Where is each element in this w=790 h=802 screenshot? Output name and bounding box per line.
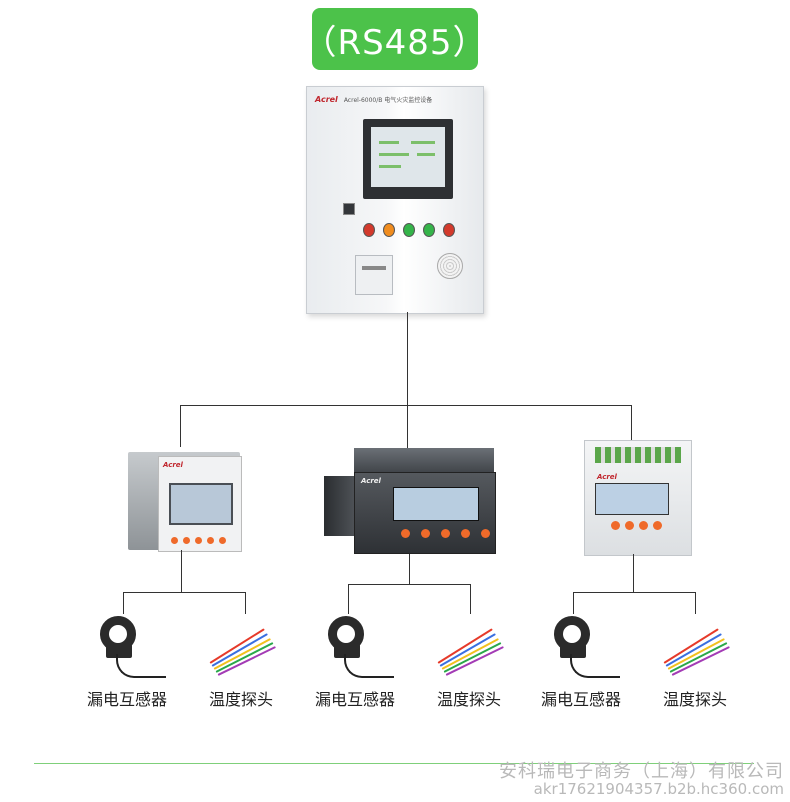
temperature-probe-icon [660,618,734,676]
cabinet-logo: Acrel [315,94,338,104]
probe-label-1: 温度探头 [208,690,273,709]
device-3-lcd [595,483,669,515]
ct-label-1: 漏电互感器 [86,690,167,709]
ct-label-3: 漏电互感器 [540,690,621,709]
temperature-probe-icon [206,618,280,676]
drop-line-1 [180,405,181,447]
cabinet-speaker-icon [437,253,463,279]
device-2-button-4 [461,529,470,538]
cabinet-header: Acrel Acrel-6000/B 电气火灾监控设备 [315,93,475,105]
device-3-terminals [595,447,681,463]
indicator-light-green-2 [423,223,435,237]
current-transformer-icon [94,614,168,678]
cabinet-key-switch [343,203,355,215]
footer-divider [34,763,754,764]
ct-label-2: 漏电互感器 [314,690,395,709]
device-2-button-2 [421,529,430,538]
bus-line [180,405,632,406]
leakage-monitor-wide: Acrel [324,448,496,554]
device-3-button-3 [639,521,648,530]
device-2-lcd [393,487,479,521]
device-2-button-5 [481,529,490,538]
sensor-bracket-2 [348,584,471,585]
temperature-probe-icon [434,618,508,676]
device-1-logo: Acrel [163,461,183,469]
current-transformer-icon [548,614,622,678]
device-3-button-2 [625,521,634,530]
device-2-button-1 [401,529,410,538]
device-1-faceplate: Acrel [158,456,242,552]
watermark-url: akr17621904357.b2b.hc360.com [533,780,784,798]
device-2-logo: Acrel [361,477,381,485]
watermark-company: 安科瑞电子商务（上海）有限公司 [499,761,784,782]
indicator-light-red-2 [443,223,455,237]
cabinet-model: Acrel-6000/B 电气火灾监控设备 [343,96,433,104]
sensor-drop-2 [409,554,410,584]
rs485-badge: （RS485） [302,8,487,70]
indicator-light-red [363,223,375,237]
rs485-badge-label: （RS485） [302,22,488,63]
sensor-drop-3 [633,554,634,592]
leakage-monitor-din-rail: Acrel [584,440,692,556]
device-3-button-1 [611,521,620,530]
device-1-button-5 [219,537,226,544]
indicator-light-orange [383,223,395,237]
cabinet-touchscreen [363,119,453,199]
probe-label-3: 温度探头 [662,690,727,709]
cabinet-printer [355,255,393,295]
drop-line-3 [631,405,632,441]
monitoring-cabinet: Acrel Acrel-6000/B 电气火灾监控设备 [306,86,484,314]
drop-line-2 [407,405,408,449]
device-2-button-3 [441,529,450,538]
current-transformer-icon [322,614,396,678]
device-3-button-4 [653,521,662,530]
leakage-monitor-square: Acrel [128,446,242,552]
indicator-light-green [403,223,415,237]
device-2-faceplate: Acrel [354,472,496,554]
device-1-lcd [169,483,233,525]
sensor-bracket-3 [573,592,696,593]
device-1-button-2 [183,537,190,544]
device-1-button-4 [207,537,214,544]
sensor-drop-1 [181,550,182,592]
device-3-logo: Acrel [597,473,617,481]
device-1-button-1 [171,537,178,544]
device-1-button-3 [195,537,202,544]
sensor-bracket-1 [123,592,246,593]
cabinet-screen-display [371,127,445,187]
trunk-line [407,312,408,405]
probe-label-2: 温度探头 [436,690,501,709]
